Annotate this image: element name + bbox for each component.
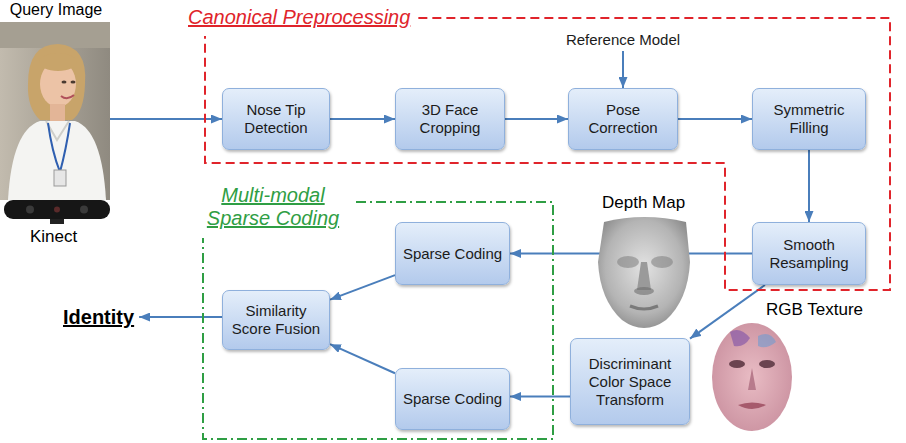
region-border	[205, 18, 890, 290]
process-box: Similarity Score Fusion	[222, 290, 330, 350]
region-title: Canonical Preprocessing	[188, 4, 410, 30]
process-box: Sparse Coding	[395, 368, 510, 430]
node-text: Reference Model	[553, 31, 693, 49]
process-box: Smooth Resampling	[752, 222, 866, 285]
node-text: Smooth Resampling	[757, 236, 861, 272]
flow-arrow	[622, 51, 624, 88]
flow-arrow	[678, 118, 752, 120]
process-box: Sparse Coding	[395, 222, 510, 285]
node-text: Identity	[63, 305, 134, 329]
region-border	[203, 202, 553, 439]
flow-arrow	[330, 275, 395, 299]
flow-arrow	[330, 118, 395, 120]
query-photo-image	[0, 22, 110, 200]
node-text: Symmetric Filling	[757, 101, 861, 137]
depth-map-image	[598, 217, 690, 328]
query-photo: Query Image	[0, 0, 112, 200]
process-box: 3D Face Cropping	[395, 88, 505, 150]
node-text: Nose Tip Detection	[227, 101, 325, 137]
process-box: Nose Tip Detection	[222, 88, 330, 150]
kinect-sensor	[4, 200, 110, 224]
node-text: Sparse Coding	[403, 390, 502, 408]
flow-arrow	[139, 316, 222, 318]
image-label: Kinect	[30, 227, 77, 247]
rgb-texture-image	[712, 323, 792, 431]
node-text: 3D Face Cropping	[400, 101, 500, 137]
output-label-node: Identity	[58, 305, 139, 329]
flow-arrow	[510, 396, 570, 398]
node-text: Pose Correction	[573, 101, 673, 137]
flow-arrow	[110, 118, 222, 120]
flow-arrow	[505, 118, 568, 120]
image-label: Depth Map	[602, 193, 685, 213]
process-box: Discriminant Color Space Transform	[570, 338, 690, 425]
process-box: Pose Correction	[568, 88, 678, 150]
image-caption: Query Image	[0, 0, 112, 20]
process-box: Symmetric Filling	[752, 88, 866, 150]
flow-arrow	[330, 344, 395, 373]
sparse-coding-region: Multi-modal Sparse CodingSparse CodingSi…	[198, 184, 558, 442]
flow-arrow	[808, 150, 810, 222]
image-label: RGB Texture	[766, 300, 863, 320]
preprocessing-region: Canonical PreprocessingReference ModelNo…	[188, 4, 894, 292]
region-title: Multi-modal Sparse Coding	[198, 184, 348, 230]
reference-label-node: Reference Model	[553, 29, 693, 51]
node-text: Discriminant Color Space Transform	[575, 355, 685, 409]
node-text: Similarity Score Fusion	[227, 302, 325, 338]
node-text: Sparse Coding	[403, 245, 502, 263]
